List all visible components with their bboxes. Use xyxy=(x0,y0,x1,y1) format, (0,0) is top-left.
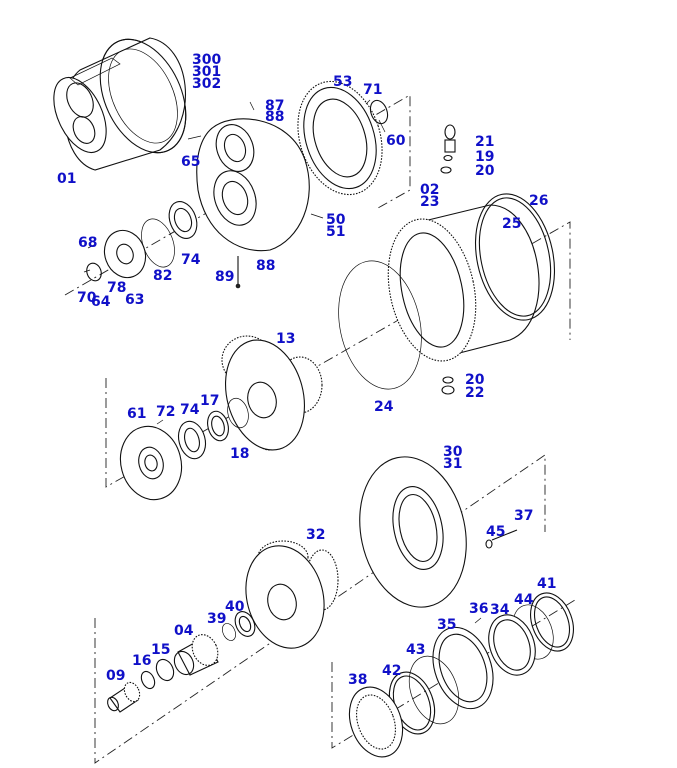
part-21-eye-bolt xyxy=(440,124,456,174)
label-37: 37 xyxy=(514,508,533,524)
label-18: 18 xyxy=(230,446,249,462)
part-13-planet-carrier xyxy=(221,335,323,451)
label-72: 72 xyxy=(156,404,175,420)
label-31: 31 xyxy=(443,456,462,472)
label-01: 01 xyxy=(57,171,76,187)
part-35-seal-housing xyxy=(432,626,494,710)
part-26-o-ring xyxy=(474,193,556,321)
label-89: 89 xyxy=(215,269,234,285)
label-40: 40 xyxy=(225,599,245,615)
label-20-low: 20 xyxy=(465,372,485,388)
part-04-sun-gear xyxy=(173,634,219,676)
label-21: 21 xyxy=(475,134,494,150)
label-20-top: 20 xyxy=(475,163,495,179)
label-24: 24 xyxy=(374,399,394,415)
label-70: 70 xyxy=(77,290,97,306)
label-74-mid: 74 xyxy=(180,402,200,418)
label-26: 26 xyxy=(529,193,548,209)
label-50: 50 xyxy=(326,212,346,228)
part-18-ring xyxy=(227,397,249,429)
label-32: 32 xyxy=(306,527,325,543)
part-09-shaft xyxy=(107,681,141,713)
label-78: 78 xyxy=(107,280,126,296)
part-41-seal xyxy=(530,592,574,652)
label-82: 82 xyxy=(153,268,172,284)
part-32-planet-carrier xyxy=(245,540,339,649)
part-36-bolt xyxy=(474,617,482,624)
part-16-washer xyxy=(140,670,156,690)
label-41: 41 xyxy=(537,576,556,592)
part-labels: 300 301 302 01 53 71 87 88 65 60 21 19 2… xyxy=(57,52,556,688)
label-35: 35 xyxy=(437,617,456,633)
label-87: 87 xyxy=(265,98,284,114)
label-15: 15 xyxy=(151,642,170,658)
label-71: 71 xyxy=(363,82,382,98)
label-63: 63 xyxy=(125,292,144,308)
part-02-drum-housing xyxy=(387,204,540,362)
label-17: 17 xyxy=(200,393,219,409)
label-68: 68 xyxy=(78,235,97,251)
label-42: 42 xyxy=(382,663,401,679)
label-74-top: 74 xyxy=(181,252,201,268)
label-51: 51 xyxy=(326,224,345,240)
label-23: 23 xyxy=(420,194,439,210)
part-74-bearing xyxy=(168,201,198,239)
label-34: 34 xyxy=(490,602,510,618)
part-17-spacer xyxy=(207,410,229,442)
label-09: 09 xyxy=(106,668,125,684)
label-25: 25 xyxy=(502,216,521,232)
part-24-seal xyxy=(338,260,422,390)
label-30: 30 xyxy=(443,444,463,460)
label-19: 19 xyxy=(475,149,494,165)
part-01-housing xyxy=(53,37,187,171)
part-50-carrier-housing xyxy=(187,101,324,252)
label-22: 22 xyxy=(465,385,484,401)
label-43: 43 xyxy=(406,642,425,658)
label-65: 65 xyxy=(181,154,200,170)
label-60: 60 xyxy=(386,133,406,149)
part-30-ring-flange xyxy=(359,456,467,608)
part-15-snap-ring xyxy=(155,658,175,682)
part-89-bolt xyxy=(235,256,241,289)
label-88-top: 88 xyxy=(265,109,284,125)
label-44: 44 xyxy=(514,592,534,608)
label-300: 300 xyxy=(192,52,221,68)
label-36: 36 xyxy=(469,601,488,617)
part-43-ring xyxy=(408,655,460,725)
label-53: 53 xyxy=(333,74,352,90)
part-22-plug xyxy=(441,376,455,395)
label-88-mid: 88 xyxy=(256,258,275,274)
label-04: 04 xyxy=(174,623,194,639)
part-72-bolt xyxy=(156,419,164,425)
part-38-bearing xyxy=(348,686,404,758)
part-74b-bearing xyxy=(177,420,207,460)
part-34-seal xyxy=(488,614,536,676)
label-16: 16 xyxy=(132,653,151,669)
part-60-cover xyxy=(365,99,389,133)
label-45: 45 xyxy=(486,524,505,540)
label-02: 02 xyxy=(420,182,439,198)
label-38: 38 xyxy=(348,672,367,688)
part-63-cover-disc xyxy=(83,229,147,282)
part-53-gear-ring xyxy=(297,80,383,196)
label-64: 64 xyxy=(91,294,111,310)
label-13: 13 xyxy=(276,331,295,347)
label-301: 301 xyxy=(192,64,221,80)
label-302: 302 xyxy=(192,76,221,92)
label-61: 61 xyxy=(127,406,146,422)
part-40-bearing xyxy=(234,611,256,637)
part-61-flange xyxy=(119,425,183,501)
label-39: 39 xyxy=(207,611,226,627)
part-37-bolt xyxy=(485,529,518,549)
part-82-seal-ring xyxy=(141,218,175,268)
part-39-ring xyxy=(222,623,236,641)
